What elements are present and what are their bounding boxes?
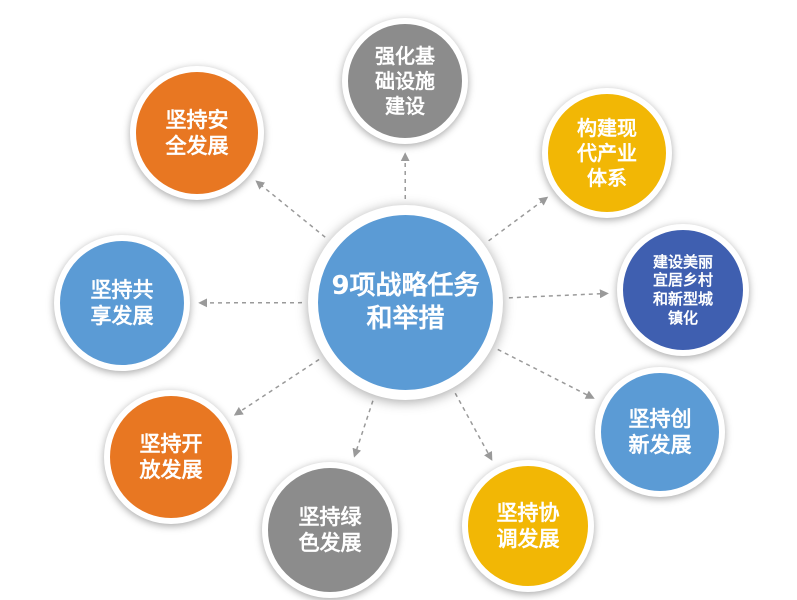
node-label: 坚持共 享发展 [90,277,154,328]
node-opening: 坚持开 放发展 [104,390,238,524]
node-coordination: 坚持协 调发展 [462,460,594,592]
node-security: 坚持安 全发展 [130,66,264,200]
node-industry: 构建现 代产业 体系 [542,88,672,218]
node-label: 强化基 础设施 建设 [375,43,435,118]
connector-arrow-opening [233,358,320,416]
connector-arrow-coordination [454,392,493,461]
node-label: 构建现 代产业 体系 [577,115,637,190]
node-label: 坚持安 全发展 [165,107,229,158]
node-rural: 建设美丽 宜居乡村 和新型城 镇化 [617,224,749,356]
node-innovation: 坚持创 新发展 [595,367,725,497]
node-label: 坚持创 新发展 [628,406,692,457]
node-sharing: 坚持共 享发展 [54,235,190,371]
connector-arrow-green [352,400,374,458]
node-infrastructure: 强化基 础设施 建设 [342,18,468,144]
connector-arrow-industry [488,196,549,242]
center-label: 9项战略任务 和举措 [331,271,480,334]
node-label: 坚持绿 色发展 [298,504,362,555]
center-node: 9项战略任务 和举措 [308,205,503,400]
connector-arrow-security [255,180,326,238]
node-label: 建设美丽 宜居乡村 和新型城 镇化 [652,252,713,327]
node-green: 坚持绿 色发展 [262,462,398,598]
node-label: 坚持开 放发展 [139,431,203,482]
connector-arrow-rural [508,289,609,299]
node-label: 坚持协 调发展 [496,500,560,551]
connector-arrow-innovation [497,348,595,399]
